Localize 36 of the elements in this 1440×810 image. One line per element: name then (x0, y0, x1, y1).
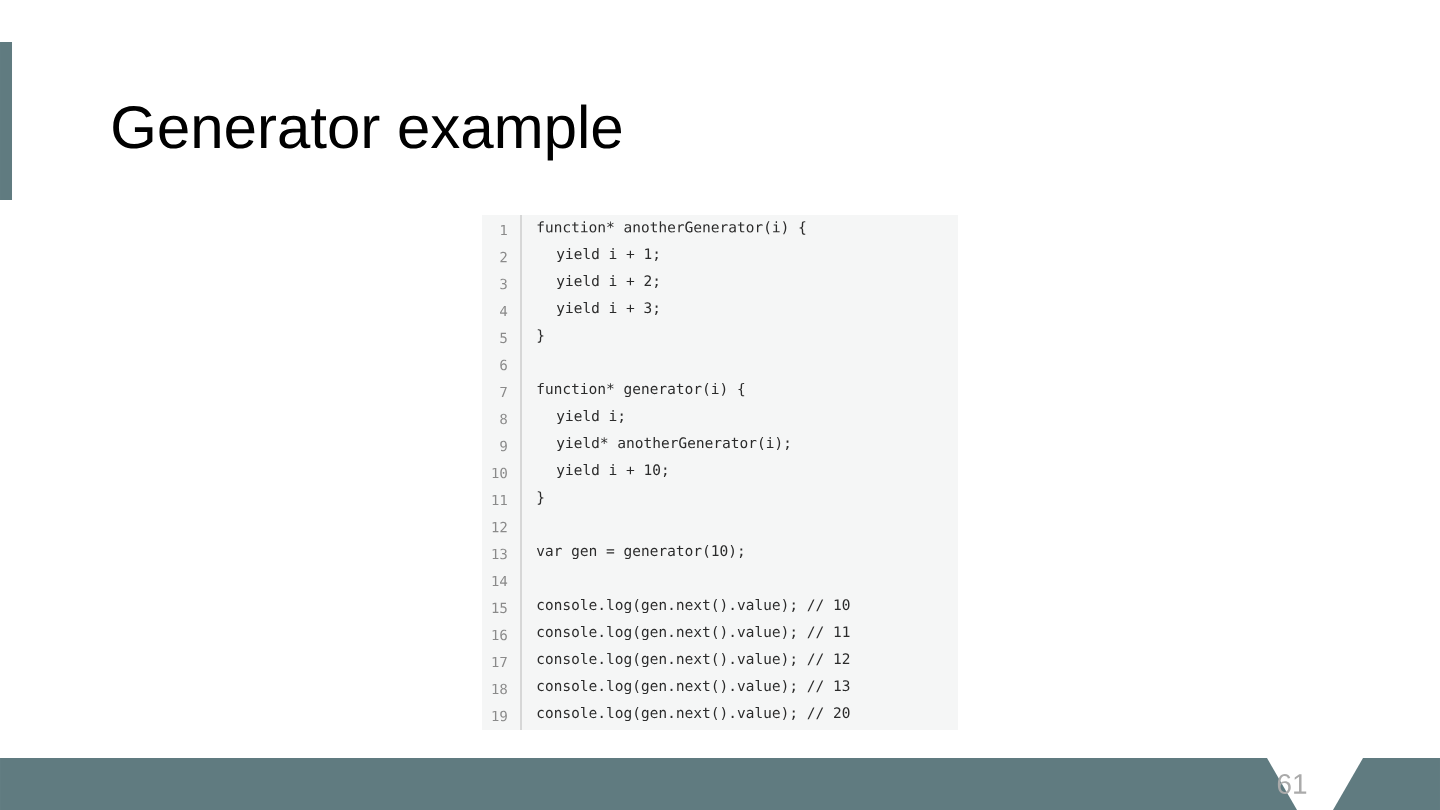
code-line: console.log(gen.next().value); // 20 (537, 706, 850, 722)
line-number: 19 (492, 710, 507, 722)
code-line: function* anotherGenerator(i) { (537, 221, 806, 235)
line-number: 15 (492, 602, 507, 614)
code-line: yield i + 3; (556, 301, 658, 317)
code-line: function* generator(i) { (537, 382, 745, 398)
code-line: var gen = generator(10); (536, 544, 743, 560)
code-line: console.log(gen.next().value); // 11 (537, 625, 850, 641)
code-line: yield i + 1; (556, 247, 658, 263)
code-line: console.log(gen.next().value); // 10 (537, 598, 850, 614)
line-number: 12 (492, 521, 507, 533)
code-line: yield* anotherGenerator(i); (556, 436, 789, 452)
line-number: 10 (492, 467, 507, 479)
line-number: 16 (492, 629, 507, 641)
code-line: } (537, 491, 544, 505)
slide-title: Generator example (113, 104, 622, 161)
line-number: 6 (500, 359, 507, 371)
line-number: 5 (500, 332, 507, 344)
code-line: } (537, 329, 544, 343)
line-number: 2 (500, 251, 507, 263)
code-line: yield i; (556, 409, 623, 425)
line-number: 1 (501, 224, 507, 236)
line-number: 7 (500, 386, 507, 398)
code-line: yield i + 2; (556, 274, 658, 290)
line-number: 13 (492, 548, 507, 560)
line-number: 9 (500, 440, 507, 452)
code-line: yield i + 10; (556, 463, 667, 479)
line-number: 4 (500, 305, 508, 317)
line-number: 8 (500, 413, 507, 425)
line-number: 11 (492, 494, 507, 506)
code-line: console.log(gen.next().value); // 13 (537, 679, 850, 695)
code-line: console.log(gen.next().value); // 12 (537, 652, 850, 668)
line-number: 17 (492, 656, 507, 668)
line-number: 14 (492, 575, 508, 587)
line-number: 18 (492, 683, 507, 695)
line-number: 3 (500, 278, 507, 290)
